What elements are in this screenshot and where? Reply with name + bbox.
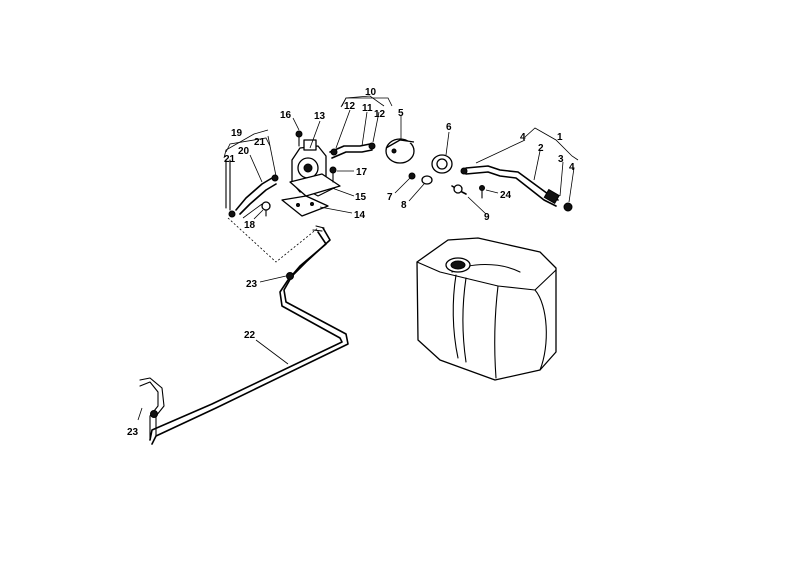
fuel-tank [416,237,557,381]
clamp-21 [271,174,279,182]
bracket-15 [289,173,341,197]
screw-16 [295,130,303,147]
callout-23: 23 [246,279,258,290]
fuel-filter-5 [385,138,415,164]
callout-15: 15 [355,192,367,203]
callout-21: 21 [224,154,236,165]
plate-14 [281,195,329,217]
grommet-6 [431,154,453,174]
callout-6: 6 [446,122,452,133]
callout-17: 17 [356,167,368,178]
spacer-8 [421,175,433,185]
callout-12: 12 [344,101,356,112]
callout-labels: 1 2 3 4 4 5 6 7 8 9 10 11 12 12 13 14 15… [127,87,575,438]
callout-1: 1 [557,132,563,143]
screw-17 [329,166,337,183]
callout-14: 14 [354,210,366,221]
bolt-7 [408,172,416,180]
callout-9: 9 [484,212,490,223]
callout-16: 16 [280,110,292,121]
callout-24: 24 [500,190,512,201]
hose-20 [235,177,277,215]
callout-18: 18 [244,220,256,231]
fitting-3 [543,188,560,205]
screw-18 [261,201,271,217]
callout-4: 4 [520,132,526,143]
callout-3: 3 [558,154,564,165]
callout-10: 10 [365,87,377,98]
fuel-line-22 [139,225,349,445]
callout-21: 21 [254,137,266,148]
callout-20: 20 [238,146,250,157]
callout-4: 4 [569,162,575,173]
callout-2: 2 [538,143,544,154]
callout-22: 22 [244,330,256,341]
callout-8: 8 [401,200,407,211]
callout-12: 12 [374,109,386,120]
hose-11 [329,142,376,159]
screw-24 [479,185,485,199]
callout-11: 11 [362,103,373,114]
clamp-4 [563,202,573,212]
callout-7: 7 [387,192,393,203]
callout-13: 13 [314,111,326,122]
callout-5: 5 [398,108,404,119]
callout-19: 19 [231,128,243,139]
group-brackets [225,97,393,153]
fitting-9 [451,184,467,195]
hose-21 [225,159,236,218]
callout-23: 23 [127,427,139,438]
